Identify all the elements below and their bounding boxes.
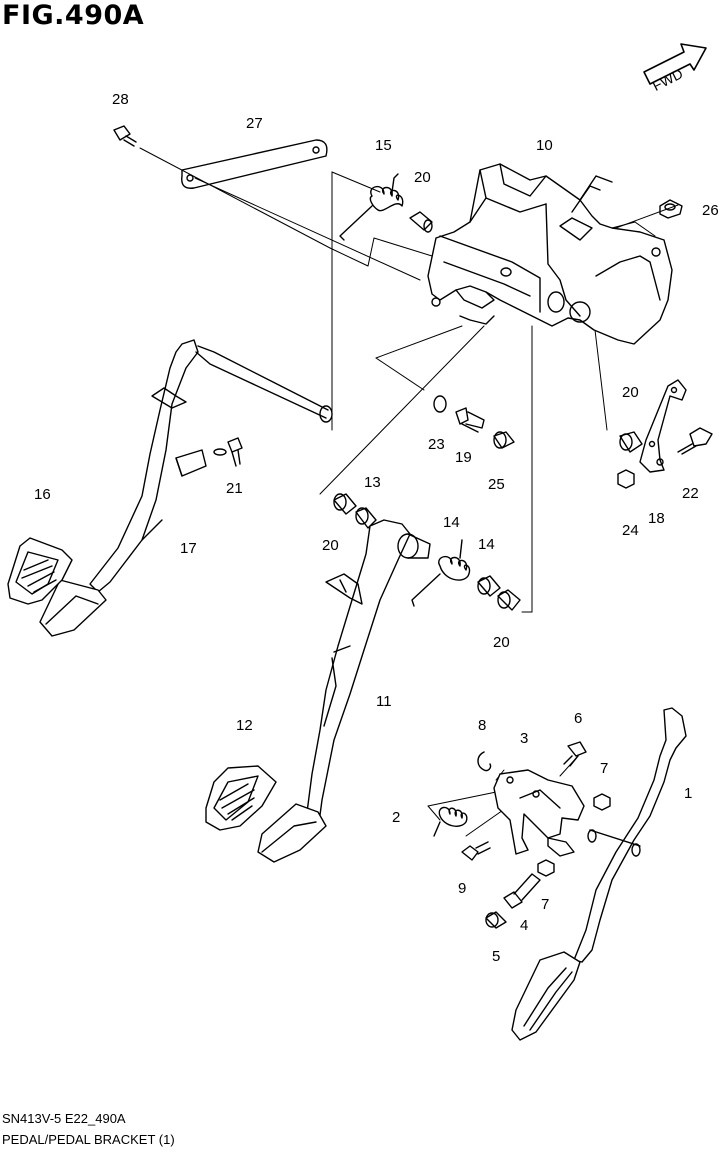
- callout-label: 18: [648, 510, 665, 527]
- callout-label: 19: [455, 449, 472, 466]
- callout-label: 1: [684, 785, 692, 802]
- stop-plate-18: [639, 379, 687, 473]
- callout-label: 23: [428, 436, 445, 453]
- figure-title: FIG.490A: [2, 0, 145, 31]
- pivot-bushing-20d: [619, 431, 643, 453]
- callout-label: 4: [520, 917, 528, 934]
- callout-label: 20: [414, 169, 431, 186]
- lock-nut-24: [617, 469, 635, 489]
- callout-label: 2: [392, 809, 400, 826]
- callout-label: 22: [682, 485, 699, 502]
- callout-label: 5: [492, 948, 500, 965]
- diagram-code: SN413V-5 E22_490A: [2, 1111, 126, 1126]
- retainer-nut-26: [659, 199, 683, 219]
- diagram-caption: PEDAL/PEDAL BRACKET (1): [2, 1132, 175, 1147]
- snap-clip-8: [477, 751, 492, 772]
- bushing-5: [485, 911, 507, 929]
- washer-23: [433, 395, 447, 413]
- pedal-bushing-14b: [477, 575, 501, 597]
- pivot-bushing-20b: [333, 493, 357, 515]
- shaft-bolt-19: [455, 407, 485, 433]
- return-spring-12: [411, 539, 471, 607]
- nut-7a: [593, 793, 611, 811]
- pivot-bushing-20c: [497, 589, 521, 611]
- callout-label: 12: [236, 717, 253, 734]
- accelerator-pedal-1: [511, 707, 687, 1041]
- main-pedal-bracket-10: [427, 163, 673, 345]
- reinforcement-arm-27: [181, 139, 328, 189]
- plate-bolt-22: [677, 427, 713, 455]
- callout-label: 24: [622, 522, 639, 539]
- callout-label: 20: [322, 537, 339, 554]
- callout-label: 16: [34, 486, 51, 503]
- throttle-spring-2: [433, 806, 468, 837]
- callout-label: 14: [443, 514, 460, 531]
- collar-25: [493, 431, 515, 449]
- screw-9: [461, 841, 491, 861]
- callout-label: 13: [364, 474, 381, 491]
- callout-label: 26: [702, 202, 719, 219]
- callout-label: 3: [520, 730, 528, 747]
- callout-label: 15: [375, 137, 392, 154]
- pivot-bolt-4: [503, 873, 541, 909]
- fwd-arrow-icon: FWD: [643, 43, 707, 94]
- brake-pedal-pad-13: [205, 765, 327, 863]
- callout-label: 10: [536, 137, 553, 154]
- callout-label: 7: [600, 760, 608, 777]
- callout-label: 7: [541, 896, 549, 913]
- callout-label: 28: [112, 91, 129, 108]
- callout-label: 11: [376, 693, 392, 710]
- arm-bolt-28: [113, 125, 137, 147]
- clutch-spring-15: [339, 173, 404, 241]
- callout-label: 21: [226, 480, 243, 497]
- pedal-bracket-3: [493, 769, 585, 857]
- callout-label: 17: [180, 540, 197, 557]
- callout-label: 14: [478, 536, 495, 553]
- callout-label: 20: [622, 384, 639, 401]
- callout-labels: 1 2 3 4 5 6 7 7 8 9 10 11 12 13 14 14 15…: [34, 91, 719, 965]
- leader-lines: [139, 147, 679, 837]
- clutch-pedal-pad-16: [7, 537, 107, 637]
- brake-pedal-11: [305, 519, 431, 831]
- nut-7b: [537, 859, 555, 877]
- callout-label: 6: [574, 710, 582, 727]
- bracket-bolt-6: [563, 741, 587, 767]
- callout-label: 20: [493, 634, 510, 651]
- callout-label: 8: [478, 717, 486, 734]
- callout-label: 25: [488, 476, 505, 493]
- clutch-pedal-17: [89, 339, 333, 593]
- stopper-bolt-21: [213, 437, 243, 467]
- pedal-bushing-14a: [355, 507, 377, 529]
- callout-label: 27: [246, 115, 263, 132]
- callout-label: 9: [458, 880, 466, 897]
- pivot-bushing-20a: [409, 211, 433, 233]
